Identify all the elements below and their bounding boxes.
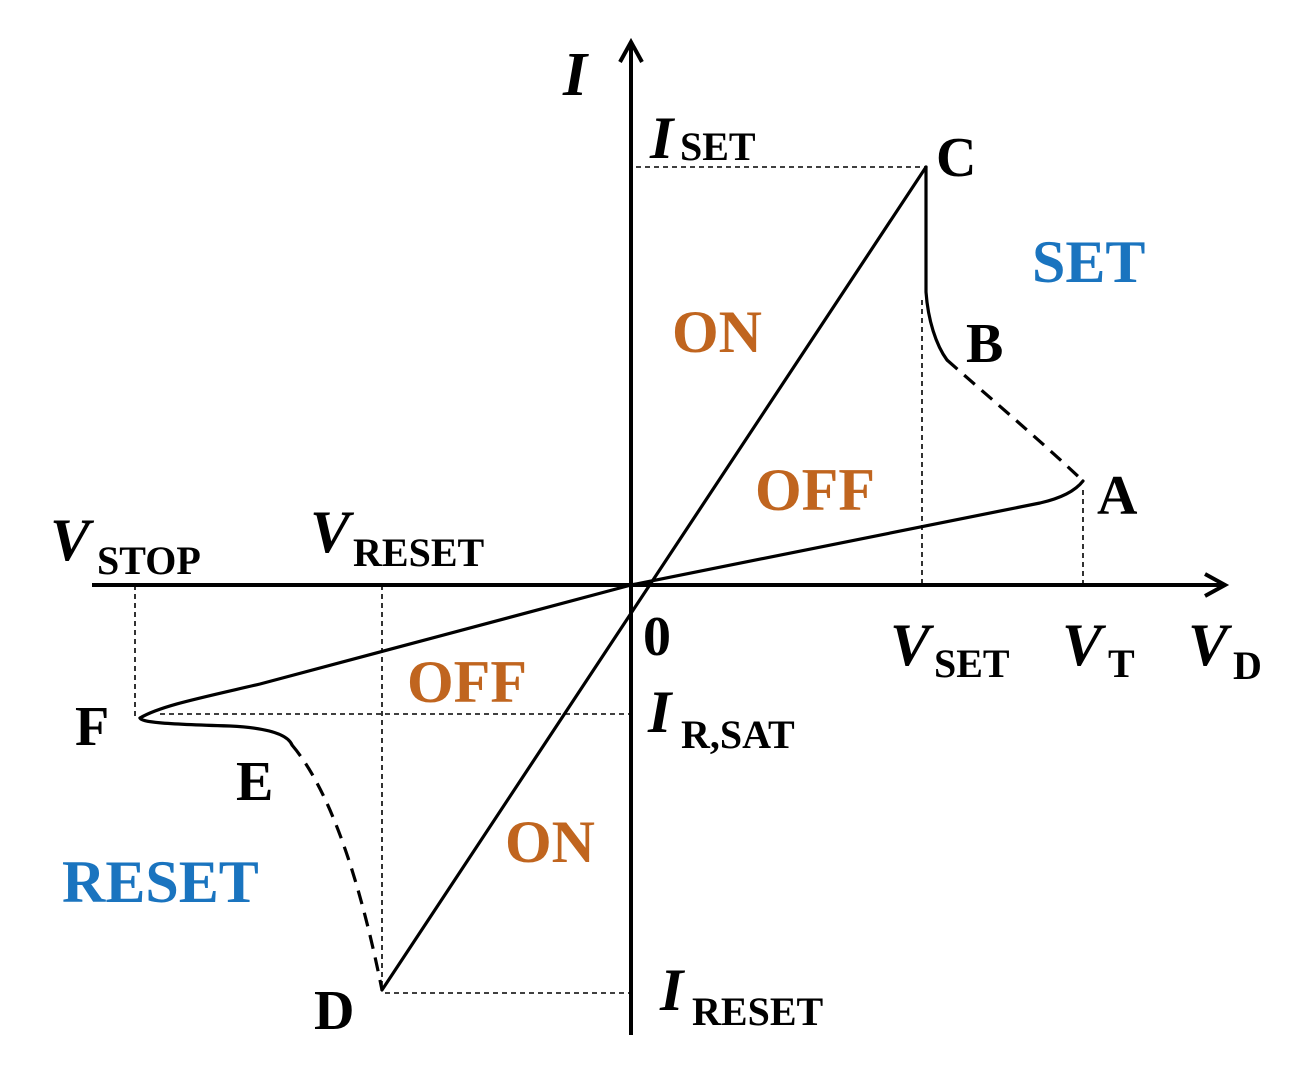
v-stop-label-sub: STOP — [97, 538, 201, 583]
i-rsat-label-sub: R,SAT — [681, 712, 795, 757]
y-axis-label: I — [562, 41, 589, 109]
off-state-upper-label: OFF — [755, 457, 875, 523]
i-reset-label: I — [659, 957, 686, 1023]
set-transition-solid — [924, 165, 949, 362]
x-axis-label-sub: D — [1233, 643, 1262, 688]
i-set-label: I — [649, 105, 676, 171]
set-mode-label: SET — [1032, 229, 1145, 295]
off-state-curve — [138, 479, 1085, 720]
v-set-label: V — [890, 612, 935, 678]
on-state-upper-label: ON — [672, 299, 762, 365]
i-set-label-sub: SET — [680, 124, 756, 169]
reset-transition-dashed — [290, 743, 384, 991]
on-state-lower-label: ON — [505, 809, 595, 875]
v-stop-label: V — [50, 507, 95, 573]
on-state-line — [380, 165, 928, 992]
point-f-label: F — [75, 696, 109, 758]
v-set-label-sub: SET — [934, 641, 1010, 686]
point-c-label: C — [936, 127, 976, 189]
i-rsat-label: I — [647, 679, 674, 745]
reset-transition-solid — [138, 716, 294, 747]
v-t-label-sub: T — [1108, 641, 1135, 686]
i-reset-label-sub: RESET — [692, 989, 823, 1034]
reset-mode-label: RESET — [62, 849, 259, 915]
set-transition-dashed — [945, 358, 1085, 483]
off-state-lower-label: OFF — [407, 649, 527, 715]
x-axis-arrowhead — [1204, 572, 1230, 598]
x-axis-label: V — [1188, 612, 1233, 678]
point-e-label: E — [236, 751, 273, 813]
point-b-label: B — [966, 313, 1003, 375]
v-reset-label-sub: RESET — [353, 530, 484, 575]
v-reset-label: V — [310, 499, 355, 565]
origin-label: 0 — [643, 606, 671, 668]
v-t-label: V — [1062, 612, 1107, 678]
y-axis-arrowhead — [618, 37, 644, 63]
point-d-label: D — [314, 980, 354, 1042]
point-a-label: A — [1097, 465, 1138, 527]
